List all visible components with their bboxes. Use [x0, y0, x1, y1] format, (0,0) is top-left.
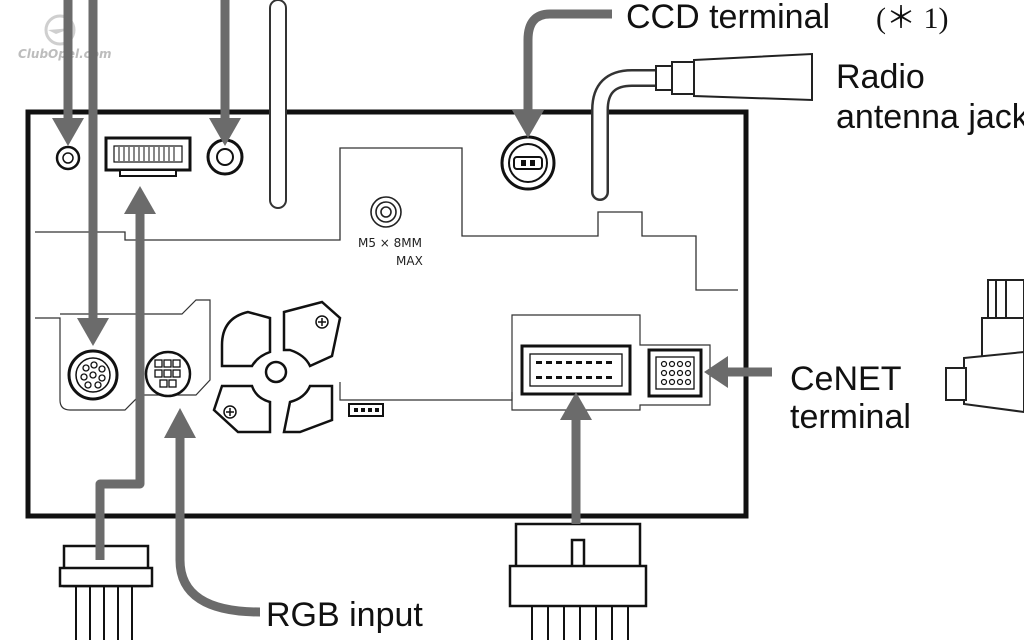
radio-antenna-cable	[591, 52, 813, 201]
screw-hole	[370, 196, 402, 228]
radio-antenna-label-line1: Radio	[836, 58, 925, 96]
screw-spec-line1: M5 × 8MM	[358, 236, 422, 250]
radio-antenna-label-line2: antenna jack	[836, 98, 1024, 136]
top-pin-connector	[104, 136, 192, 177]
ccd-terminal-label: CCD terminal	[626, 0, 830, 36]
small-4pin-connector	[348, 403, 384, 417]
top-cable	[269, 0, 287, 209]
ccd-terminal-note: (＊ 1)	[876, 2, 948, 35]
cenet-label-line2: terminal	[790, 398, 911, 436]
lug-screws	[223, 315, 329, 419]
bottom-left-harness-plug	[58, 544, 154, 640]
pointer-arrows	[63, 0, 772, 617]
arrow-rgb-input	[175, 438, 261, 617]
arrow-heads	[52, 110, 728, 438]
cenet-connector	[647, 348, 703, 398]
main-harness-connector	[520, 344, 632, 396]
left-jack	[55, 145, 81, 171]
din-connector-left	[67, 349, 119, 401]
screw-spec-line2: MAX	[396, 254, 423, 268]
rgb-input-connector	[144, 350, 192, 398]
cenet-label-line1: CeNET	[790, 360, 901, 398]
cenet-plug	[945, 279, 1024, 414]
unit-body	[25, 109, 749, 519]
arrow-ccd-terminal	[523, 9, 612, 110]
ccd-terminal-connector	[500, 135, 556, 191]
bottom-main-harness-plug	[508, 522, 648, 640]
rgb-input-label: RGB input	[266, 596, 423, 634]
arrow-top-pin-connector	[95, 214, 145, 560]
